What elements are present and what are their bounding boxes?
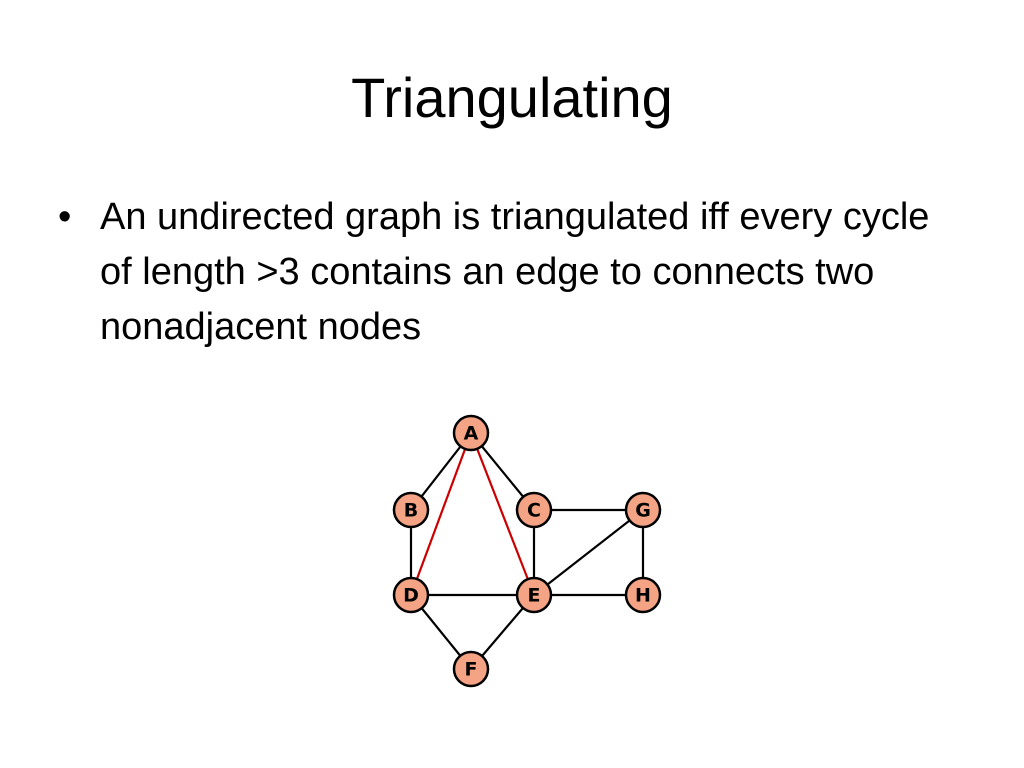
graph-chord-a-e (469, 432, 536, 596)
node-circle (515, 491, 553, 529)
node-label: G (635, 500, 651, 522)
node-circle (515, 576, 553, 614)
bullet-marker: • (58, 196, 72, 238)
graph-edges (409, 432, 645, 670)
node-circle (624, 491, 662, 529)
node-circle (452, 414, 490, 452)
node-circle (392, 576, 430, 614)
graph-edge-e-g (533, 509, 644, 596)
graph-chords (409, 432, 536, 596)
bullet-list: • An undirected graph is triangulated if… (58, 190, 978, 355)
graph-node-g: G (624, 491, 662, 529)
graph-nodes: A B C D E F G H (392, 414, 662, 688)
graph-node-e: E (515, 576, 553, 614)
graph-node-h: H (624, 576, 662, 614)
graph-chord-a-d (409, 432, 473, 596)
node-label: H (635, 585, 651, 607)
node-label: D (403, 585, 419, 607)
bullet-item: • An undirected graph is triangulated if… (58, 190, 978, 355)
node-label: A (464, 423, 479, 445)
bullet-text: An undirected graph is triangulated iff … (100, 196, 930, 348)
graph-node-c: C (515, 491, 553, 529)
node-label: B (404, 500, 418, 522)
slide-title: Triangulating (351, 66, 673, 129)
graph-node-f: F (452, 650, 490, 688)
graph-node-d: D (392, 576, 430, 614)
graph-node-a: A (452, 414, 490, 452)
node-label: C (527, 500, 541, 522)
node-label: F (465, 659, 478, 681)
node-circle (624, 576, 662, 614)
node-label: E (528, 585, 541, 607)
node-circle (392, 491, 430, 529)
graph-node-b: B (392, 491, 430, 529)
node-circle (452, 650, 490, 688)
